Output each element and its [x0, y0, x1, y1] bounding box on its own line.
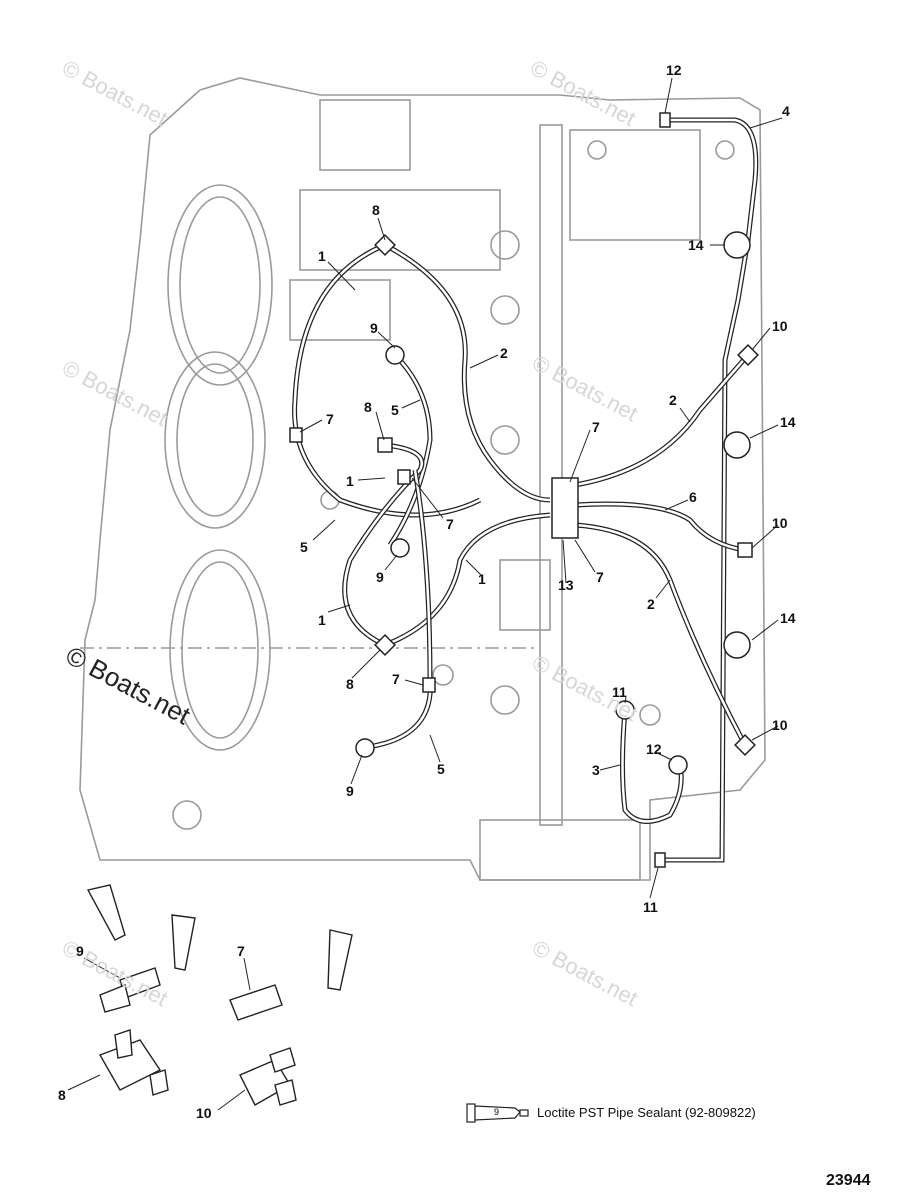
leader-lines: [67, 77, 783, 1111]
callout-9-part: 9: [76, 943, 84, 959]
callout-9-a: 9: [370, 320, 378, 336]
callout-5-c: 5: [437, 761, 445, 777]
callout-8-bot: 8: [346, 676, 354, 692]
callout-7-a: 7: [326, 411, 334, 427]
callout-2-b: 2: [669, 392, 677, 408]
callout-1-mid: 1: [346, 473, 354, 489]
callout-10-a: 10: [772, 318, 788, 334]
callout-9-c: 9: [346, 783, 354, 799]
callout-2-a: 2: [500, 345, 508, 361]
callout-12-top: 12: [666, 62, 682, 78]
callout-14-b: 14: [780, 414, 796, 430]
loose-parts: [86, 884, 353, 1106]
callout-1-d: 1: [318, 612, 326, 628]
callout-3: 3: [592, 762, 600, 778]
callout-7-d: 7: [596, 569, 604, 585]
callout-2-c: 2: [647, 596, 655, 612]
callout-1-c: 1: [478, 571, 486, 587]
legend-tube-label: 9: [494, 1107, 500, 1117]
hoses: [292, 117, 759, 863]
callout-12-bot: 12: [646, 741, 662, 757]
callout-14-a: 14: [688, 237, 704, 253]
callout-7-part: 7: [237, 943, 245, 959]
fittings: [289, 112, 759, 868]
sealant-tube-icon: [466, 1103, 529, 1123]
callout-10-part: 10: [196, 1105, 212, 1121]
callout-5-a: 5: [391, 402, 399, 418]
callout-8-part: 8: [58, 1087, 66, 1103]
callout-1-top: 1: [318, 248, 326, 264]
callout-9-b: 9: [376, 569, 384, 585]
callout-8-mid: 8: [364, 399, 372, 415]
callout-4: 4: [782, 103, 790, 119]
callout-7-b: 7: [592, 419, 600, 435]
callout-8-top: 8: [372, 202, 380, 218]
callout-7-c: 7: [446, 516, 454, 532]
callout-10-b: 10: [772, 515, 788, 531]
engine-block: [79, 77, 766, 881]
legend-text: Loctite PST Pipe Sealant (92-809822): [537, 1104, 756, 1120]
callout-14-c: 14: [780, 610, 796, 626]
callout-6: 6: [689, 489, 697, 505]
callout-11-a: 11: [612, 684, 627, 700]
figure-number: 23944: [826, 1172, 871, 1189]
callout-10-c: 10: [772, 717, 788, 733]
callout-5-b: 5: [300, 539, 308, 555]
callout-7-e: 7: [392, 671, 400, 687]
callout-11-b: 11: [643, 899, 658, 915]
callout-13: 13: [558, 577, 574, 593]
legend: 9 Loctite PST Pipe Sealant (92-809822): [465, 1100, 756, 1124]
